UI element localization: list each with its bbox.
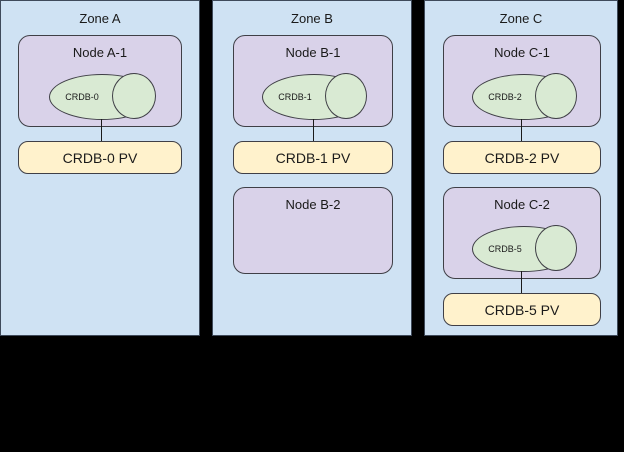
zone-b-label: Zone B bbox=[291, 11, 333, 26]
node-c-1-label: Node C-1 bbox=[494, 45, 550, 60]
database-crdb-5: CRDB-5 bbox=[472, 225, 577, 272]
cylinder-cap bbox=[325, 73, 367, 119]
node-c-2-label: Node C-2 bbox=[494, 197, 550, 212]
database-crdb-0-label: CRDB-0 bbox=[65, 92, 99, 102]
database-crdb-0: CRDB-0 bbox=[49, 73, 156, 120]
database-crdb-5-label: CRDB-5 bbox=[488, 244, 522, 254]
connector-node-c-2-to-crdb-5-pv bbox=[521, 271, 522, 294]
zone-a-label: Zone A bbox=[79, 11, 121, 26]
node-b-2: Node B-2 bbox=[233, 187, 393, 274]
volume-crdb-0-pv: CRDB-0 PV bbox=[18, 141, 182, 174]
node-b-1: Node B-1 CRDB-1 bbox=[233, 35, 393, 127]
cylinder-cap bbox=[535, 73, 577, 119]
node-a-1: Node A-1 CRDB-0 bbox=[18, 35, 182, 127]
zone-a: Zone A Node A-1 CRDB-0 CRDB-0 PV bbox=[0, 0, 200, 336]
connector-node-a-1-to-crdb-0-pv bbox=[101, 119, 102, 142]
node-b-2-label: Node B-2 bbox=[285, 197, 341, 212]
database-crdb-2: CRDB-2 bbox=[472, 73, 577, 120]
volume-crdb-2-pv: CRDB-2 PV bbox=[443, 141, 601, 174]
node-a-1-label: Node A-1 bbox=[72, 45, 128, 60]
cylinder-cap bbox=[112, 73, 156, 119]
connector-node-c-1-to-crdb-2-pv bbox=[521, 119, 522, 142]
volume-crdb-5-pv: CRDB-5 PV bbox=[443, 293, 601, 326]
database-crdb-1-label: CRDB-1 bbox=[278, 92, 312, 102]
cylinder-cap bbox=[535, 225, 577, 271]
volume-crdb-1-pv: CRDB-1 PV bbox=[233, 141, 393, 174]
connector-node-b-1-to-crdb-1-pv bbox=[313, 119, 314, 142]
zone-b: Zone B Node B-1 CRDB-1 CRDB-1 PV Node B-… bbox=[212, 0, 412, 336]
node-c-1: Node C-1 CRDB-2 bbox=[443, 35, 601, 127]
node-c-2: Node C-2 CRDB-5 bbox=[443, 187, 601, 279]
zone-c: Zone C Node C-1 CRDB-2 CRDB-2 PV Node C-… bbox=[424, 0, 618, 336]
database-crdb-1: CRDB-1 bbox=[262, 73, 367, 120]
node-b-1-label: Node B-1 bbox=[285, 45, 341, 60]
zone-c-label: Zone C bbox=[499, 11, 543, 26]
database-crdb-2-label: CRDB-2 bbox=[488, 92, 522, 102]
